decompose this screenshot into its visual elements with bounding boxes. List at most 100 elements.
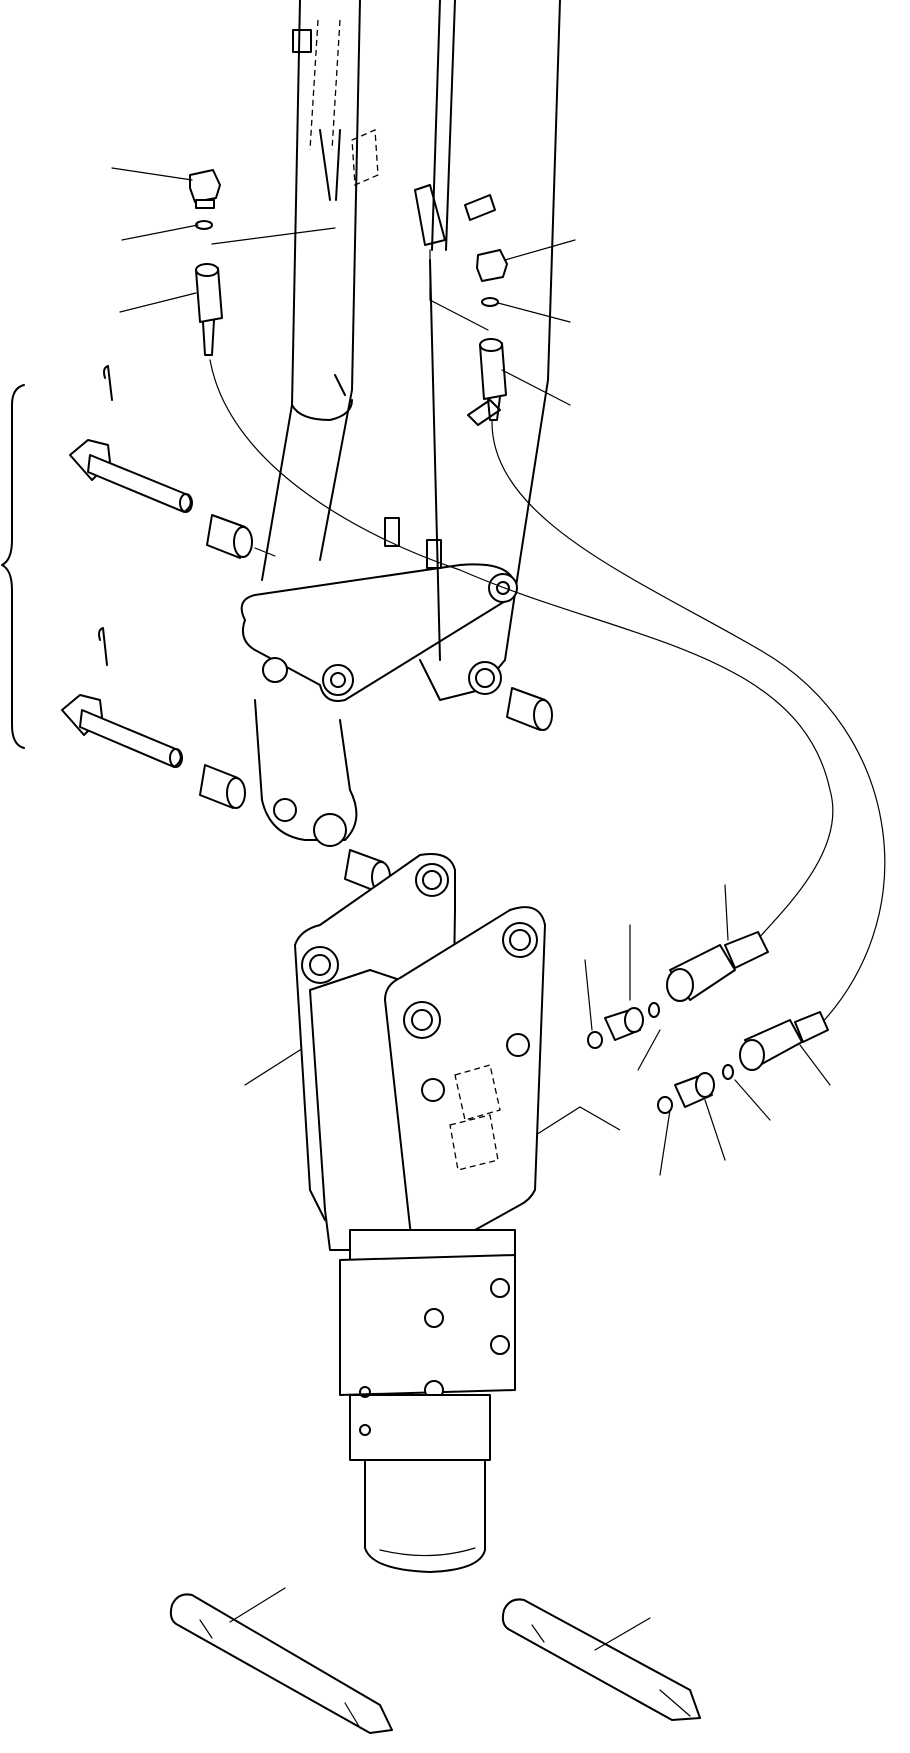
head-hole-a: [359, 1386, 371, 1398]
chisel-holder: [364, 1459, 486, 1573]
plug-cap-right: [476, 249, 508, 282]
rear-plate-bolt-b-inner: [422, 870, 442, 890]
coupler-upper-face: [666, 968, 694, 1002]
arm-clip-a: [384, 517, 400, 547]
leader-chisel-left: [229, 1587, 286, 1623]
arm-left-edge: [261, 0, 301, 581]
link-pin-left-hole: [330, 672, 346, 688]
arm-structure: [261, 0, 561, 701]
rocker-pin: [313, 813, 347, 847]
leader-13: [734, 1079, 771, 1121]
hose-bracket: [464, 194, 496, 221]
front-plate-nut-b: [421, 1078, 445, 1102]
hidden-cylinder: [309, 19, 341, 151]
arm-clip-b: [426, 539, 442, 569]
cotter-pin-lower: [98, 627, 108, 666]
collar-bolt-d: [490, 1335, 510, 1355]
chisel-right-tip-line: [659, 1689, 691, 1717]
leader-1: [111, 167, 193, 181]
chisel-left: [169, 1587, 393, 1734]
plug-right: [429, 239, 576, 421]
fitting-upper: [584, 884, 769, 1071]
leader-chisel-right: [594, 1617, 651, 1651]
hidden-port-a: [454, 1064, 501, 1121]
o-ring-lower-a: [657, 1096, 673, 1114]
leader-14: [799, 1044, 831, 1086]
hose-fitting-right: [414, 184, 446, 246]
link-pin-right-hole: [496, 581, 510, 595]
adapter-right-top: [479, 338, 503, 352]
head-hole-b: [359, 1424, 371, 1436]
rocker-hole: [273, 798, 297, 822]
leader-bushing-upper: [254, 547, 276, 557]
leader-10: [724, 884, 729, 941]
arm-tip-pin: [468, 661, 502, 695]
arm-right-edge: [504, 0, 561, 661]
rear-plate-bolt-a: [301, 946, 339, 984]
hose-right-line: [445, 0, 456, 251]
group-brace: [1, 384, 25, 749]
leader-3: [119, 292, 197, 313]
nipple-upper-face: [624, 1007, 644, 1033]
chisel-left-bevel: [344, 1702, 361, 1729]
adapter-right-stem: [487, 396, 501, 421]
plug-cap-left: [189, 169, 221, 203]
hose-route-left: [209, 359, 834, 956]
leader-12: [704, 1099, 726, 1161]
plug-left: [111, 167, 336, 356]
rear-plate-bolt-b: [415, 863, 449, 897]
breaker-body: [244, 853, 546, 1573]
coupler-lower-face: [739, 1039, 765, 1071]
chisel-left-body: [169, 1593, 393, 1734]
pin-set-upper: [69, 365, 276, 559]
chisel-right-body: [501, 1598, 701, 1721]
bushing-upper-face: [233, 526, 253, 558]
bushing-arm-face: [533, 699, 553, 731]
front-plate-bolt-a-inner: [411, 1009, 433, 1031]
arm-inner-edge: [319, 0, 361, 561]
pin-shaft-lower: [79, 709, 182, 768]
upper-clip: [292, 29, 312, 53]
leader-6: [501, 369, 571, 406]
hidden-port-b: [449, 1114, 499, 1171]
grease-nipple: [334, 374, 346, 396]
collar-bolt-b: [490, 1278, 510, 1298]
cylinder-rod: [319, 129, 341, 201]
front-plate-bolt-b: [502, 922, 538, 958]
collar-bolt-a: [424, 1308, 444, 1328]
arm-tip-pin-hole: [475, 668, 495, 688]
o-ring-upper-b: [648, 1002, 660, 1018]
arm-front-edge: [429, 259, 441, 661]
o-ring-upper-a: [587, 1031, 603, 1049]
link-boss: [262, 657, 288, 683]
chisel-holder-rim: [379, 1547, 476, 1557]
hose-route-right: [491, 419, 886, 1036]
rear-plate-bolt-a-inner: [309, 954, 331, 976]
leader-2b: [211, 227, 336, 245]
o-ring-lower-b: [722, 1064, 734, 1080]
coupler-lower-tail: [794, 1011, 829, 1043]
leader-6b: [429, 249, 489, 331]
pin-end-upper: [179, 493, 193, 513]
chisel-right: [501, 1598, 701, 1721]
coupler-upper-tail: [724, 931, 769, 969]
adapter-left-top: [195, 263, 219, 277]
leader-11: [659, 1109, 671, 1176]
link-assembly: [240, 563, 518, 847]
front-plate-nut-a: [506, 1033, 530, 1057]
leader-7: [584, 959, 593, 1031]
fitting-lower: [657, 1011, 831, 1176]
leader-9: [637, 1029, 661, 1071]
pin-end-lower: [169, 748, 183, 768]
breaker-front-head: [349, 1394, 491, 1461]
leader-breaker: [244, 1049, 301, 1086]
rocker-link: [254, 699, 358, 841]
front-plate-bolt-a: [403, 1001, 441, 1039]
pin-set-lower: [61, 627, 553, 893]
front-plate-bolt-b-inner: [509, 929, 531, 951]
chisel-right-groove: [531, 1624, 545, 1643]
link-pin-left: [322, 664, 354, 696]
hidden-bracket: [351, 129, 379, 186]
o-ring-right-top: [481, 297, 499, 307]
